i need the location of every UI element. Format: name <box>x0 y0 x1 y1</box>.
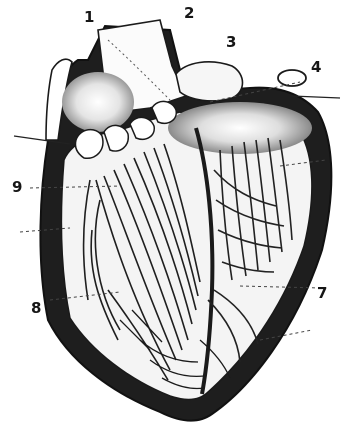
label-4: 4 <box>311 60 321 75</box>
left-atrium-highlight <box>62 72 134 132</box>
label-1: 1 <box>84 10 94 25</box>
label-9: 9 <box>12 180 22 195</box>
pulmonary-vessel <box>176 62 243 101</box>
label-8: 8 <box>31 301 41 316</box>
label-3: 3 <box>226 35 236 50</box>
label-2: 2 <box>184 6 194 21</box>
label-7: 7 <box>317 286 327 301</box>
right-atrium-highlight <box>168 102 312 154</box>
